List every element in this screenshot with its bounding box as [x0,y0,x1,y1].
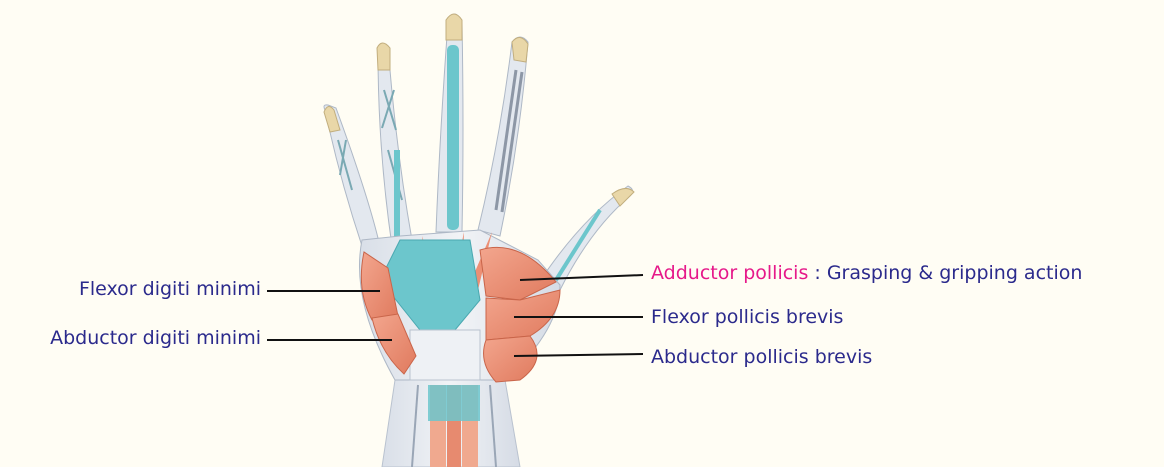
label-adductor-description: Grasping & gripping action [827,262,1083,284]
forearm [382,380,520,467]
abductor-pollicis-brevis-muscle [484,336,538,382]
label-abductor-pollicis-brevis: Abductor pollicis brevis [651,346,872,368]
label-separator: : [808,262,826,284]
label-adductor-pollicis-group: Adductor pollicis : Grasping & gripping … [651,262,1082,284]
ring-finger [377,43,412,246]
little-finger [324,105,378,246]
label-abductor-digiti-minimi: Abductor digiti minimi [50,327,261,349]
label-flexor-digiti-minimi: Flexor digiti minimi [79,278,261,300]
thumb [538,186,634,290]
middle-finger [436,14,463,232]
label-flexor-pollicis-brevis: Flexor pollicis brevis [651,306,843,328]
label-adductor-pollicis: Adductor pollicis [651,262,808,284]
index-finger [478,37,528,236]
